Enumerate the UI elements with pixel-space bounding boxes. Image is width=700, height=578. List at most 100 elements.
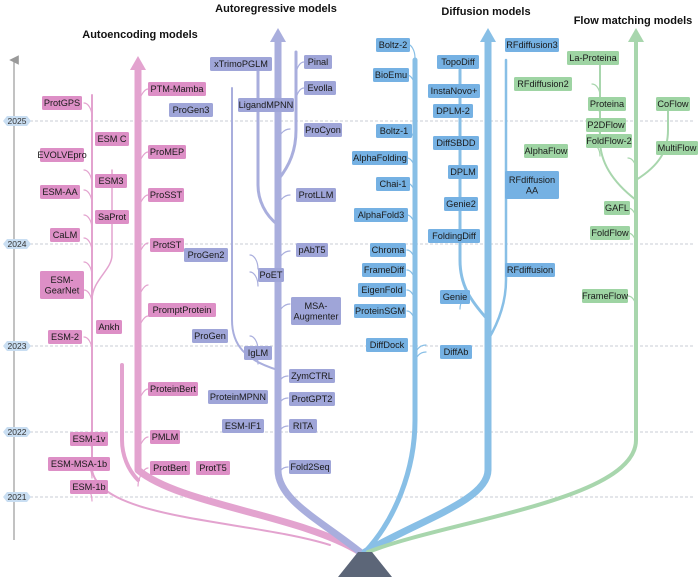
- diffusion-trunk: [361, 38, 492, 556]
- heading-diffusion: Diffusion models: [441, 6, 530, 18]
- autoregressive-right-twig-4: [277, 250, 291, 266]
- year-marker-2024: 2024: [3, 239, 31, 249]
- model-box-instanovo: InstaNovo+: [428, 84, 480, 98]
- model-label: ESM-: [51, 275, 74, 285]
- model-label: Boltz-1: [380, 126, 409, 136]
- autoregressive-left-branch: [256, 68, 280, 227]
- model-label: ESM-MSA-1b: [51, 459, 107, 469]
- model-box-dplm: DPLM: [448, 165, 478, 179]
- model-label: MultiFlow: [658, 143, 697, 153]
- model-box-coflow: CoFlow: [656, 97, 690, 111]
- model-box-diffdock: DiffDock: [366, 338, 408, 352]
- model-label: AlphaFolding: [353, 153, 407, 163]
- model-label: RFdiffusion: [507, 265, 553, 275]
- model-label: ProGen: [194, 331, 226, 341]
- model-box-pinal: Pinal: [304, 55, 332, 69]
- year-label: 2024: [8, 239, 27, 249]
- autoregressive-right-branch: [276, 50, 298, 182]
- root-trapezoid: [338, 552, 392, 577]
- model-box-alphafold3: AlphaFold3: [354, 208, 408, 222]
- autoencoding-branch: [120, 363, 140, 482]
- model-label: ProtGPT2: [292, 394, 333, 404]
- model-label: Ankh: [99, 322, 120, 332]
- model-label: SaProt: [98, 212, 127, 222]
- model-box-ligandmpnn: LigandMPNN: [238, 98, 294, 112]
- model-label: ESM-1b: [72, 482, 105, 492]
- model-label: ProMEP: [150, 147, 184, 157]
- model-label: ProGen2: [188, 250, 225, 260]
- model-label: P2DFlow: [587, 120, 625, 130]
- model-label: DiffAb: [444, 347, 469, 357]
- model-label: EigenFold: [361, 285, 402, 295]
- model-box-ankh: Ankh: [96, 320, 122, 334]
- model-label: pAbT5: [298, 245, 325, 255]
- autoregressive-low-twig-1: [277, 397, 289, 411]
- autoencoding-left-twig-4: [83, 237, 93, 253]
- model-label: ESM C: [97, 134, 126, 144]
- diffusion-left-branch: [362, 57, 418, 555]
- model-box-esm-gearnet: ESM-GearNet: [40, 271, 84, 299]
- model-label: FrameFlow: [582, 291, 628, 301]
- year-marker-2021: 2021: [3, 492, 31, 502]
- model-label: RFdiffusion2: [517, 79, 568, 89]
- model-label: ProteinSGM: [355, 306, 405, 316]
- autoregressive-left-twig-1: [249, 271, 259, 287]
- autoencoding-left-twig-1: [83, 169, 93, 185]
- model-box-prosst: ProSST: [148, 188, 184, 202]
- year-marker-2023: 2023: [3, 341, 31, 351]
- model-box-multiflow: MultiFlow: [656, 141, 698, 155]
- autoregressive-right-twig-2: [277, 128, 291, 144]
- autoencoding-trunk: [134, 66, 364, 556]
- model-box-chroma: Chroma: [370, 243, 406, 257]
- model-label: FoldFlow-2: [586, 136, 631, 146]
- model-label: FoldingDiff: [432, 231, 476, 241]
- flow-twig-0: [591, 83, 601, 97]
- autoencoding-left-twig-2: [83, 189, 93, 205]
- model-label: xTrimoPGLM: [214, 59, 268, 69]
- model-label: ProtST: [153, 240, 182, 250]
- autoregressive-low-twig-3: [277, 466, 289, 480]
- diffusion-left-twig-6: [406, 249, 416, 265]
- model-box-iglm: IgLM: [244, 346, 272, 360]
- model-label: Pinal: [308, 57, 328, 67]
- model-box-bioemu: BioEmu: [373, 68, 409, 82]
- model-box-esm-1v: ESM-1v: [70, 432, 108, 446]
- model-label: ProtBert: [153, 463, 187, 473]
- model-box-rfdiffusion3: RFdiffusion3: [505, 38, 559, 52]
- autoregressive-arrowhead: [270, 28, 286, 42]
- model-box-procyon: ProCyon: [304, 123, 342, 137]
- model-box-genie2: Genie2: [444, 197, 478, 211]
- model-box-pmlm: PMLM: [150, 430, 180, 444]
- model-box-foldingdiff: FoldingDiff: [428, 229, 480, 243]
- autoregressive-low-twig-0: [277, 375, 289, 389]
- model-label: EVOLVEpro: [37, 150, 86, 160]
- model-box-frameflow: FrameFlow: [582, 289, 628, 303]
- year-label: 2025: [8, 116, 27, 126]
- autoencoding-twig-5: [137, 315, 149, 335]
- model-box-foldflow: FoldFlow: [590, 226, 630, 240]
- model-box-fold2seq: Fold2Seq: [289, 460, 331, 474]
- model-label: ProtGPS: [44, 98, 80, 108]
- model-label: ESM-AA: [42, 187, 78, 197]
- model-box-p2dflow: P2DFlow: [586, 118, 626, 132]
- diffusion-left-twig-9: [406, 310, 416, 326]
- model-box-foldflow-2: FoldFlow-2: [586, 134, 632, 148]
- model-box-dplm-2: DPLM-2: [433, 104, 473, 118]
- model-label: Evolla: [307, 83, 333, 93]
- model-box-esm-msa-1b: ESM-MSA-1b: [48, 457, 110, 471]
- model-label: ProGen3: [173, 105, 210, 115]
- model-label: ESM-2: [51, 332, 79, 342]
- model-box-msa-augmenter: MSA-Augmenter: [291, 297, 341, 325]
- autoregressive-left-twig-0: [249, 254, 259, 270]
- model-label: MSA-: [305, 301, 328, 311]
- model-box-proteinmpnn: ProteinMPNN: [208, 390, 268, 404]
- year-label: 2023: [8, 341, 27, 351]
- model-label: PMLM: [152, 432, 179, 442]
- model-box-chai-1: Chai-1: [376, 177, 410, 191]
- model-box-evolla: Evolla: [304, 81, 336, 95]
- model-box-alphaflow: AlphaFlow: [524, 144, 568, 158]
- model-label: TopoDiff: [441, 57, 475, 67]
- model-label: ZymCTRL: [291, 371, 333, 381]
